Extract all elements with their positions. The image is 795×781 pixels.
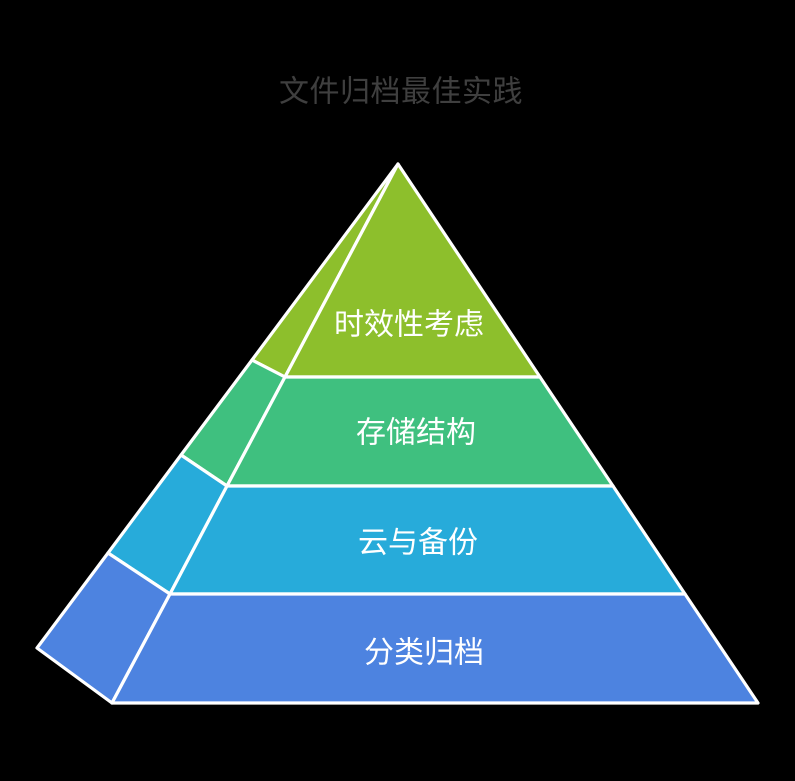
diagram-title: 文件归档最佳实践 (279, 75, 523, 110)
pyramid-level-label-4: 分类归档 (364, 636, 484, 671)
pyramid-level-label-3: 云与备份 (358, 526, 478, 561)
pyramid-level-front-face-4 (110, 592, 760, 705)
pyramid-level-label-1: 时效性考虑 (334, 308, 484, 343)
pyramid-level-label-2: 存储结构 (356, 416, 476, 451)
